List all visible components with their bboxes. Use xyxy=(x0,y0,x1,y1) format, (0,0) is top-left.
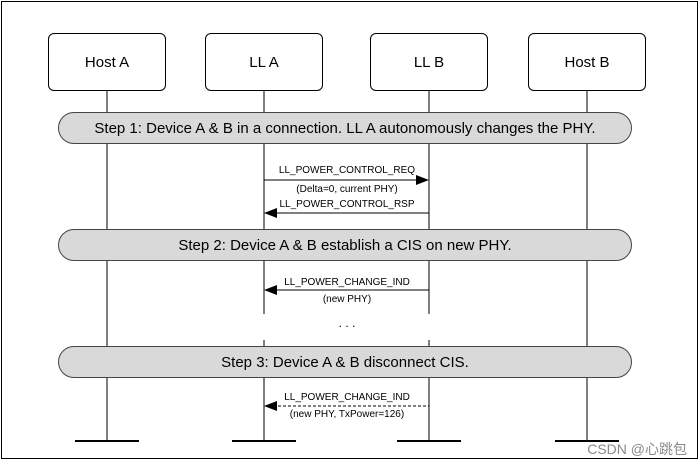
arrowhead-power-change-ind-1 xyxy=(264,285,277,295)
message-name-power-change-ind-1: LL_POWER_CHANGE_IND xyxy=(284,277,410,288)
step-1-banner: Step 1: Device A & B in a connection. LL… xyxy=(58,112,632,144)
message-name-power-control-req: LL_POWER_CONTROL_REQ xyxy=(278,165,416,176)
message-param-power-control-req: (Delta=0, current PHY) xyxy=(296,184,398,195)
arrowhead-power-change-ind-2 xyxy=(264,401,277,411)
watermark: CSDN @心跳包 xyxy=(587,441,687,457)
participant-label: Host B xyxy=(564,53,610,71)
message-name-power-change-ind-2: LL_POWER_CHANGE_IND xyxy=(284,392,410,403)
ellipsis: . . . xyxy=(338,316,356,330)
participant-ll-b: LL B xyxy=(370,33,488,91)
lifeline-gap-ll-a xyxy=(258,314,270,340)
message-param-power-change-ind-1: (new PHY) xyxy=(322,294,372,305)
message-param-power-change-ind-2: (new PHY, TxPower=126) xyxy=(289,409,405,420)
arrowhead-power-control-rsp xyxy=(264,208,277,218)
step-label: Step 2: Device A & B establish a CIS on … xyxy=(178,236,512,254)
participant-label: LL B xyxy=(413,53,445,71)
participant-label: LL A xyxy=(249,53,279,71)
participant-ll-a: LL A xyxy=(205,33,323,91)
step-3-banner: Step 3: Device A & B disconnect CIS. xyxy=(58,346,632,378)
lifeline-gap-ll-b xyxy=(423,314,435,340)
message-name-power-control-rsp: LL_POWER_CONTROL_RSP xyxy=(279,199,415,210)
participant-host-a: Host A xyxy=(48,33,166,91)
diagram-frame xyxy=(1,1,698,459)
step-label: Step 1: Device A & B in a connection. LL… xyxy=(94,119,596,137)
step-2-banner: Step 2: Device A & B establish a CIS on … xyxy=(58,229,632,261)
arrowhead-power-control-req xyxy=(416,175,429,185)
participant-host-b: Host B xyxy=(528,33,646,91)
step-label: Step 3: Device A & B disconnect CIS. xyxy=(221,353,469,371)
participant-label: Host A xyxy=(84,53,130,71)
